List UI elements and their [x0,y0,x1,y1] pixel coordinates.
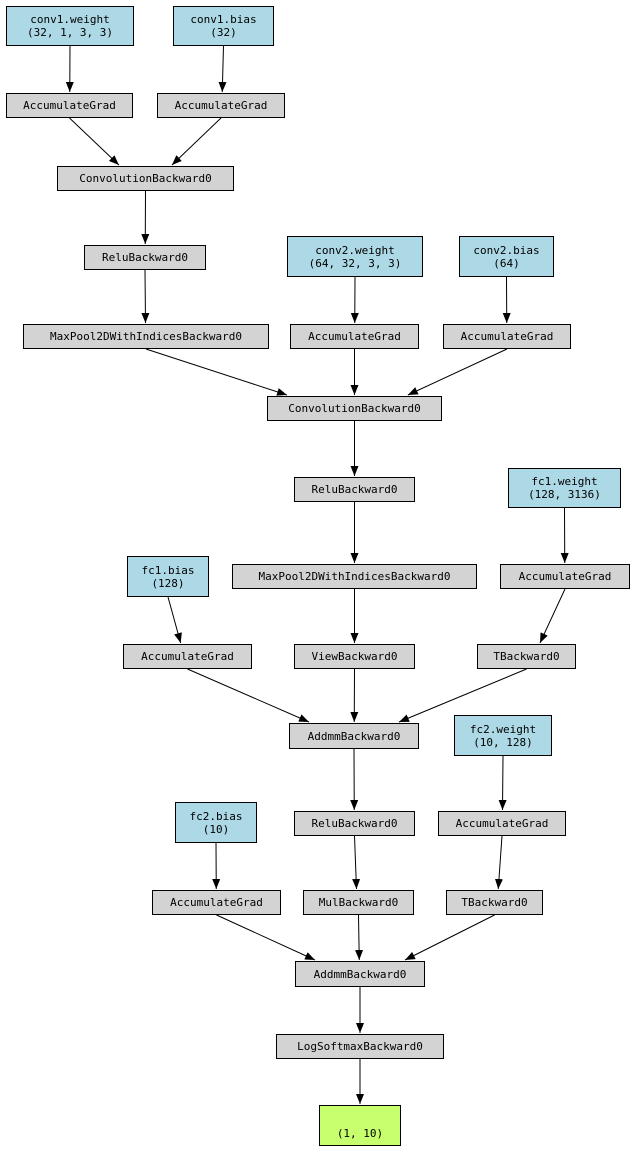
edge-t_backward_1-to-addmm_backward_1 [398,668,527,723]
param-node-conv1-bias: conv1.bias (32) [173,6,274,46]
op-label: MulBackward0 [318,896,399,909]
op-node-relu-backward: ReluBackward0 [84,245,206,270]
param-name: conv2.weight [315,243,395,257]
edge-acc_fc2_weight-to-t_backward_2 [494,835,503,890]
op-label: TBackward0 [461,896,528,909]
op-label: AccumulateGrad [455,817,549,830]
edge-mul_backward-to-addmm_backward_2 [355,914,364,961]
op-node-accumulate-grad: AccumulateGrad [500,564,630,589]
op-node-maxpool-backward: MaxPool2DWithIndicesBackward0 [23,324,269,349]
op-node-addmm-backward: AddmmBackward0 [289,723,419,749]
edge-fc1_bias-to-acc_fc1_bias [167,596,182,644]
param-node-fc2-bias: fc2.bias (10) [175,802,257,843]
param-shape: (64) [493,256,520,270]
edge-maxpool_backward_1-to-conv_backward_2 [145,348,288,396]
op-label: ConvolutionBackward0 [288,402,421,415]
op-label: AccumulateGrad [460,330,554,343]
param-node-conv1-weight: conv1.weight (32, 1, 3, 3) [6,6,134,46]
edge-acc_fc1_bias-to-addmm_backward_1 [187,668,310,723]
op-node-accumulate-grad: AccumulateGrad [152,890,281,915]
op-node-accumulate-grad: AccumulateGrad [123,644,252,669]
param-name: conv1.bias [190,13,257,26]
op-node-relu-backward: ReluBackward0 [294,811,415,836]
op-label: AccumulateGrad [174,99,268,112]
param-node-conv2-weight: conv2.weight (64, 32, 3, 3) [287,236,423,277]
param-name: conv2.bias [473,243,540,257]
param-shape: (128) [151,576,185,590]
param-name: conv1.weight [30,13,110,26]
op-node-accumulate-grad: AccumulateGrad [290,324,419,349]
edge-fc2_weight-to-acc_fc2_weight [498,755,507,811]
op-node-view-backward: ViewBackward0 [294,644,415,669]
op-label: AccumulateGrad [308,330,401,343]
op-node-convolution-backward: ConvolutionBackward0 [57,166,234,191]
op-node-convolution-backward: ConvolutionBackward0 [267,396,442,421]
param-name: fc1.weight [531,475,598,488]
param-shape: (10, 128) [473,735,533,749]
param-name: fc2.bias [189,809,243,823]
op-label: ReluBackward0 [101,251,189,264]
param-node-fc1-weight: fc1.weight (128, 3136) [508,468,621,508]
op-label: TBackward0 [493,650,560,663]
op-label: AccumulateGrad [141,650,234,663]
op-label: AddmmBackward0 [313,967,407,981]
op-label: ViewBackward0 [311,650,398,663]
op-node-logsoftmax-backward: LogSoftmaxBackward0 [276,1034,444,1059]
op-label: MaxPool2DWithIndicesBackward0 [258,570,451,583]
edge-t_backward_2-to-addmm_backward_2 [404,914,495,961]
edge-conv1_bias-to-acc_conv1_bias [218,45,227,93]
param-node-fc2-weight: fc2.weight (10, 128) [454,715,552,756]
param-shape: (128, 3136) [528,488,601,501]
op-label: AddmmBackward0 [307,729,401,743]
param-shape: (32, 1, 3, 3) [26,26,114,39]
output-shape: (1, 10) [336,1127,384,1140]
edge-acc_conv1_bias-to-conv_backward_1 [171,117,222,166]
edge-acc_conv2_bias-to-conv_backward_2 [407,348,508,396]
op-node-mul-backward: MulBackward0 [303,890,414,915]
param-node-conv2-bias: conv2.bias (64) [459,236,554,277]
op-label: LogSoftmaxBackward0 [297,1040,423,1053]
op-node-t-backward: TBackward0 [446,890,543,915]
edge-relu_backward_3-to-mul_backward [352,835,361,890]
op-node-maxpool-backward: MaxPool2DWithIndicesBackward0 [232,564,477,589]
edge-layer [65,45,569,1104]
param-shape: (64, 32, 3, 3) [308,256,402,270]
op-node-accumulate-grad: AccumulateGrad [157,93,285,118]
op-label: ReluBackward0 [311,483,398,496]
param-node-fc1-bias: fc1.bias (128) [127,556,209,597]
op-label: MaxPool2DWithIndicesBackward0 [49,330,243,343]
op-label: AccumulateGrad [170,896,263,909]
op-node-accumulate-grad: AccumulateGrad [438,811,566,836]
param-name: fc2.weight [469,722,537,736]
param-shape: (10) [202,822,230,836]
edge-acc_fc1_weight-to-t_backward_1 [539,588,566,644]
output-node: (1, 10) [319,1105,401,1146]
param-name: fc1.bias [141,563,195,577]
op-node-addmm-backward: AddmmBackward0 [295,961,425,987]
edge-acc_fc2_bias-to-addmm_backward_2 [216,914,316,961]
op-node-t-backward: TBackward0 [477,644,576,669]
op-node-accumulate-grad: AccumulateGrad [6,93,133,118]
edge-relu_backward_1-to-maxpool_backward_1 [141,269,150,324]
op-label: ReluBackward0 [311,817,398,830]
op-label: AccumulateGrad [23,99,116,112]
op-node-accumulate-grad: AccumulateGrad [443,324,571,349]
op-label: ConvolutionBackward0 [79,172,212,185]
param-shape: (32) [210,26,237,39]
edge-acc_conv1_weight-to-conv_backward_1 [69,117,120,166]
op-label: AccumulateGrad [518,570,612,583]
op-node-relu-backward: ReluBackward0 [294,477,415,502]
